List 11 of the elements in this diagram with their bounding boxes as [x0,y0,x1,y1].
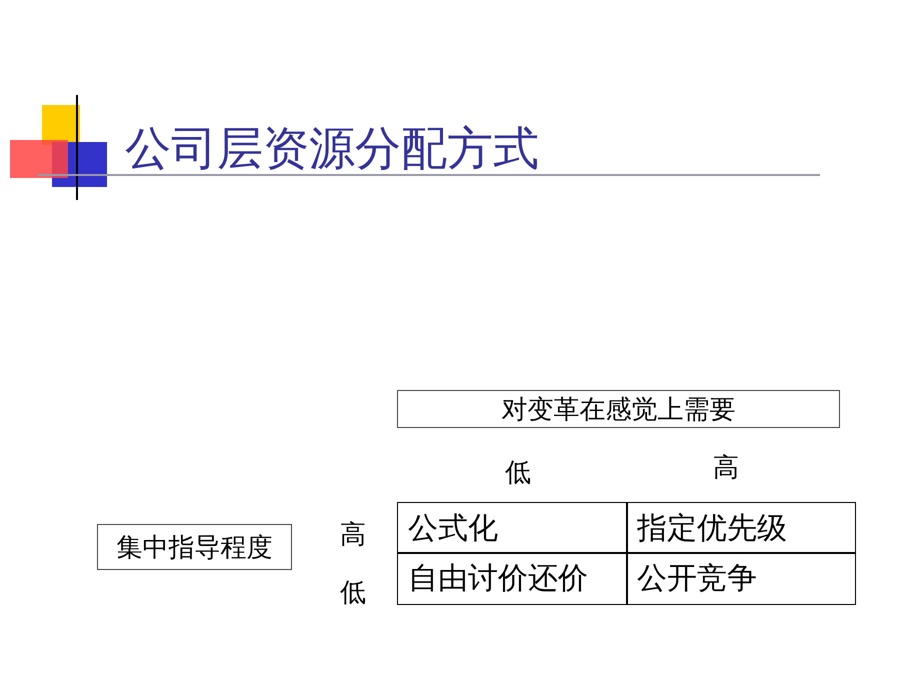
matrix-cell: 公式化 [397,502,628,554]
row-header: 高 [340,519,366,552]
axis-title-box: 集中指导程度 [97,524,292,570]
column-header: 高 [713,452,739,485]
matrix-cell: 指定优先级 [626,502,856,554]
matrix-cell: 自由讨价还价 [397,552,628,605]
axis-title-box: 对变革在感觉上需要 [397,390,840,428]
column-header: 低 [505,457,531,490]
slide-title: 公司层资源分配方式 [125,120,539,177]
matrix-cell: 公开竞争 [626,552,856,605]
row-header: 低 [340,577,366,610]
